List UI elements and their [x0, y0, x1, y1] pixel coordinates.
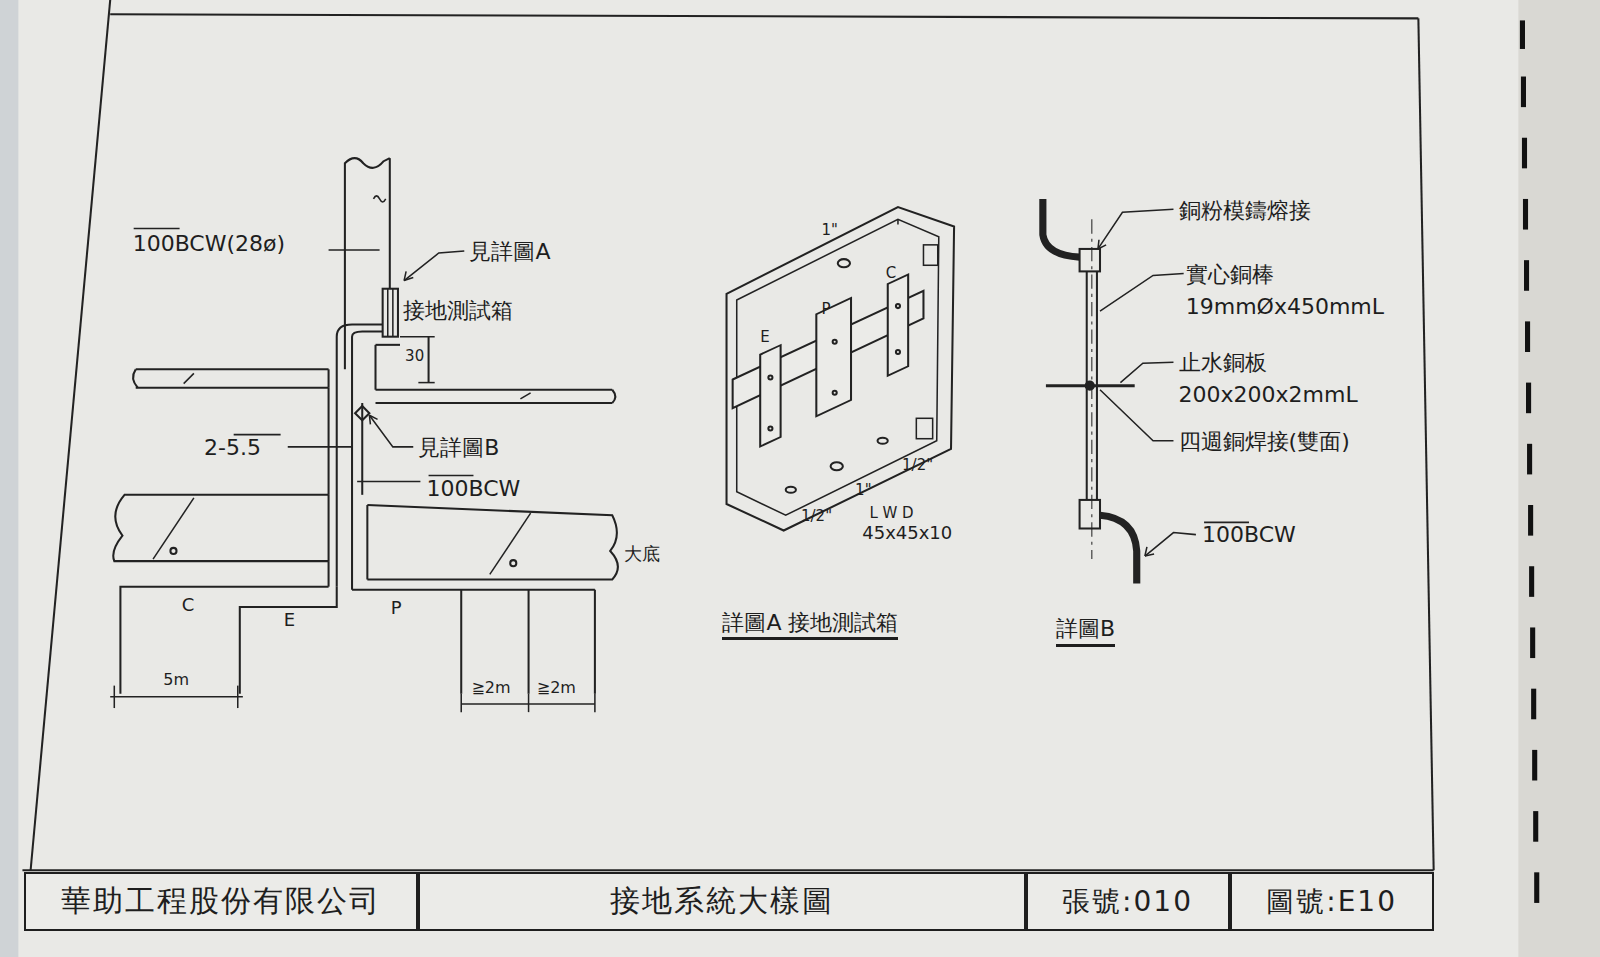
sheet-number-cell: 張號:010 — [1026, 872, 1230, 931]
callout-label: 大底 — [624, 544, 660, 565]
sheet-frame — [22, 0, 1433, 870]
callout-label: C — [182, 595, 195, 616]
main-section — [110, 158, 1249, 712]
callout-label: 100BCW — [1202, 522, 1296, 547]
title-cell: 接地系統大樣圖 — [418, 872, 1025, 931]
callout-label: 1/2" — [801, 508, 832, 525]
detail-title: 詳圖A 接地測試箱 — [722, 610, 898, 640]
callout-label: C — [886, 265, 896, 282]
callout-label: 5m — [163, 671, 189, 689]
callout-label: 1" — [855, 482, 871, 499]
callout-label: E — [284, 610, 295, 631]
company-cell: 華助工程股份有限公司 — [24, 872, 418, 931]
callout-label: 100BCW(28ø) — [133, 231, 285, 256]
callout-label: 實心銅棒 19mmØx450mmL — [1186, 259, 1421, 323]
callout-label: ≧2m — [537, 679, 576, 697]
callout-label: 見詳圖B — [418, 435, 499, 460]
callout-label: 30 — [405, 348, 424, 365]
callout-label: 止水銅板 200x200x2mmL — [1179, 347, 1419, 411]
callout-label: P — [821, 301, 830, 318]
detail-title: 詳圖B — [1056, 616, 1115, 646]
callout-label: P — [391, 598, 402, 619]
callout-label: 1" — [821, 222, 837, 239]
callout-label: 接地測試箱 — [403, 298, 513, 323]
callout-label: ≧2m — [471, 679, 510, 697]
title-block-text: 華助工程股份有限公司 — [61, 881, 381, 922]
callout-label: E — [760, 329, 769, 346]
callout-label: L W D — [869, 505, 913, 522]
callout-label: 2-5.5 — [204, 435, 261, 460]
title-block-text: 張號:010 — [1062, 883, 1193, 921]
callout-label: 100BCW — [427, 476, 521, 501]
callout-label: 45x45x10 — [862, 523, 952, 544]
callout-label: 1/2" — [902, 457, 933, 474]
title-block-text: 接地系統大樣圖 — [610, 881, 834, 922]
detail-b-rod — [1043, 199, 1196, 584]
callout-label: 見詳圖A — [469, 239, 550, 264]
callout-label: 四週銅焊接(雙面) — [1179, 429, 1350, 454]
drawing-number-cell: 圖號:E10 — [1230, 872, 1434, 931]
title-block-text: 圖號:E10 — [1266, 883, 1397, 921]
detail-a-box — [727, 207, 955, 530]
callout-label: 銅粉模鑄熔接 — [1179, 198, 1311, 223]
